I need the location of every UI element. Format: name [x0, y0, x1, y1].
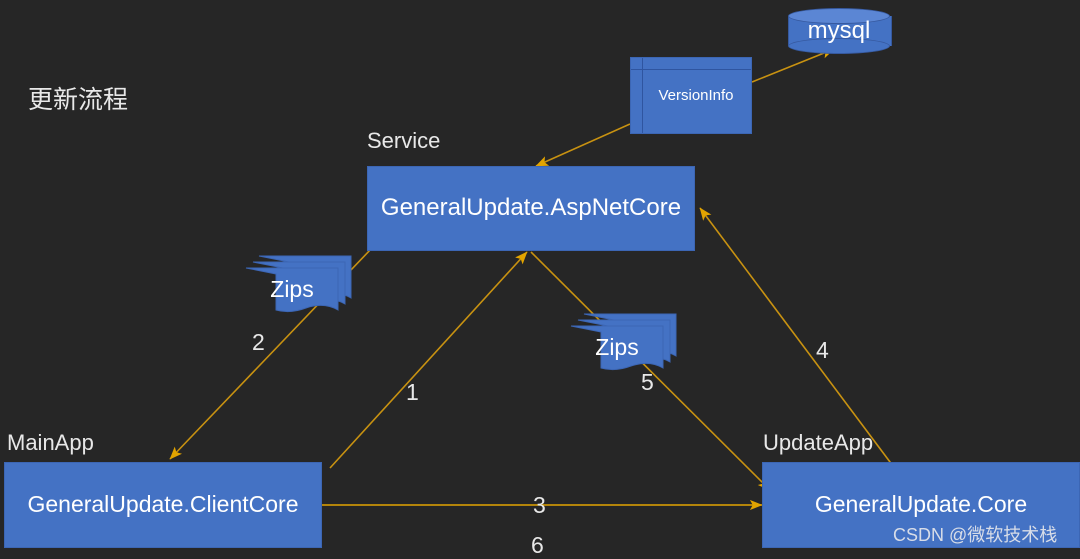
- node-zips-right[interactable]: Zips: [568, 310, 680, 378]
- edge-clientcore-to-aspnetcore: [329, 251, 528, 469]
- edge-label-4: 4: [816, 337, 829, 363]
- node-core-label: GeneralUpdate.Core: [814, 491, 1028, 518]
- node-aspnetcore-label: GeneralUpdate.AspNetCore: [380, 194, 682, 222]
- node-versioninfo[interactable]: VersionInfo: [630, 57, 752, 134]
- component-vertical-bar: [642, 58, 643, 133]
- edge-aspnetcore-to-core-zips: [530, 251, 771, 491]
- edge-label-3: 3: [533, 492, 546, 518]
- csdn-watermark: CSDN @微软技术栈: [893, 525, 1058, 545]
- edge-versioninfo-to-aspnetcore: [535, 123, 631, 167]
- component-horizontal-bar: [631, 69, 751, 70]
- node-mysql-label: mysql: [807, 17, 871, 44]
- edge-versioninfo-to-mysql: [751, 48, 835, 83]
- label-service: Service: [367, 128, 441, 153]
- edge-label-5: 5: [641, 369, 654, 395]
- cylinder-top: [788, 8, 890, 24]
- node-zips-right-label: Zips: [595, 334, 639, 360]
- cylinder-bottom: [788, 38, 890, 54]
- edge-label-1: 1: [406, 379, 419, 405]
- node-zips-left[interactable]: Zips: [243, 252, 355, 320]
- node-versioninfo-label: VersionInfo: [658, 87, 734, 104]
- label-mainapp: MainApp: [7, 430, 94, 455]
- edge-core-to-aspnetcore: [699, 207, 897, 471]
- node-zips-left-label: Zips: [270, 276, 314, 302]
- node-clientcore-label: GeneralUpdate.ClientCore: [27, 491, 299, 518]
- node-aspnetcore[interactable]: GeneralUpdate.AspNetCore: [367, 166, 695, 251]
- page-title: 更新流程: [28, 86, 129, 114]
- node-mysql[interactable]: mysql: [788, 8, 892, 54]
- label-updateapp: UpdateApp: [763, 430, 874, 455]
- node-core[interactable]: GeneralUpdate.Core: [762, 462, 1080, 548]
- edge-label-6: 6: [531, 532, 544, 558]
- node-clientcore[interactable]: GeneralUpdate.ClientCore: [4, 462, 322, 548]
- edge-label-2: 2: [252, 329, 265, 355]
